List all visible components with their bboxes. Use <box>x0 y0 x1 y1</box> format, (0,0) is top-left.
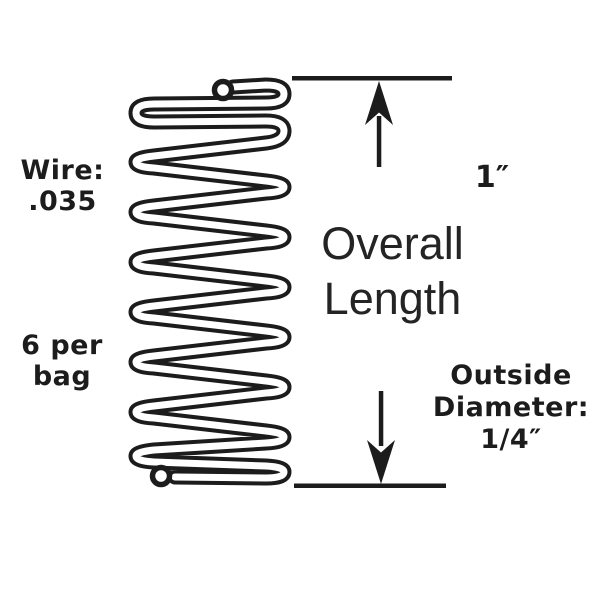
dimension-marks <box>292 76 452 488</box>
dimension-line-bottom <box>294 483 446 488</box>
wire-end-top <box>211 78 235 102</box>
outside-diameter-label: Outside Diameter: 1/4″ <box>425 360 597 456</box>
wire-size-label: Wire: .035 <box>10 155 115 217</box>
outside-diameter-label-line3: 1/4″ <box>480 424 542 455</box>
wire-size-label-line2: .035 <box>28 186 97 217</box>
spring-wire-core <box>132 81 288 482</box>
one-inch-label: 1″ <box>474 160 510 195</box>
outside-diameter-label-line2: Diameter: <box>432 392 590 423</box>
quantity-label-line2: bag <box>32 361 92 392</box>
up-arrow-icon <box>365 81 393 167</box>
spring-coil <box>128 77 292 488</box>
overall-length-label-line1: Overall <box>321 218 464 269</box>
down-arrow-icon <box>367 391 395 484</box>
wire-size-label-line1: Wire: <box>20 155 105 186</box>
overall-length-label: Overall Length <box>305 216 480 326</box>
overall-length-label-line2: Length <box>323 273 462 324</box>
outside-diameter-label-line1: Outside <box>450 360 572 391</box>
dimension-line-top <box>292 76 452 81</box>
quantity-label: 6 per bag <box>8 330 116 392</box>
quantity-label-line1: 6 per <box>21 330 103 361</box>
wire-end-bottom <box>149 464 173 488</box>
